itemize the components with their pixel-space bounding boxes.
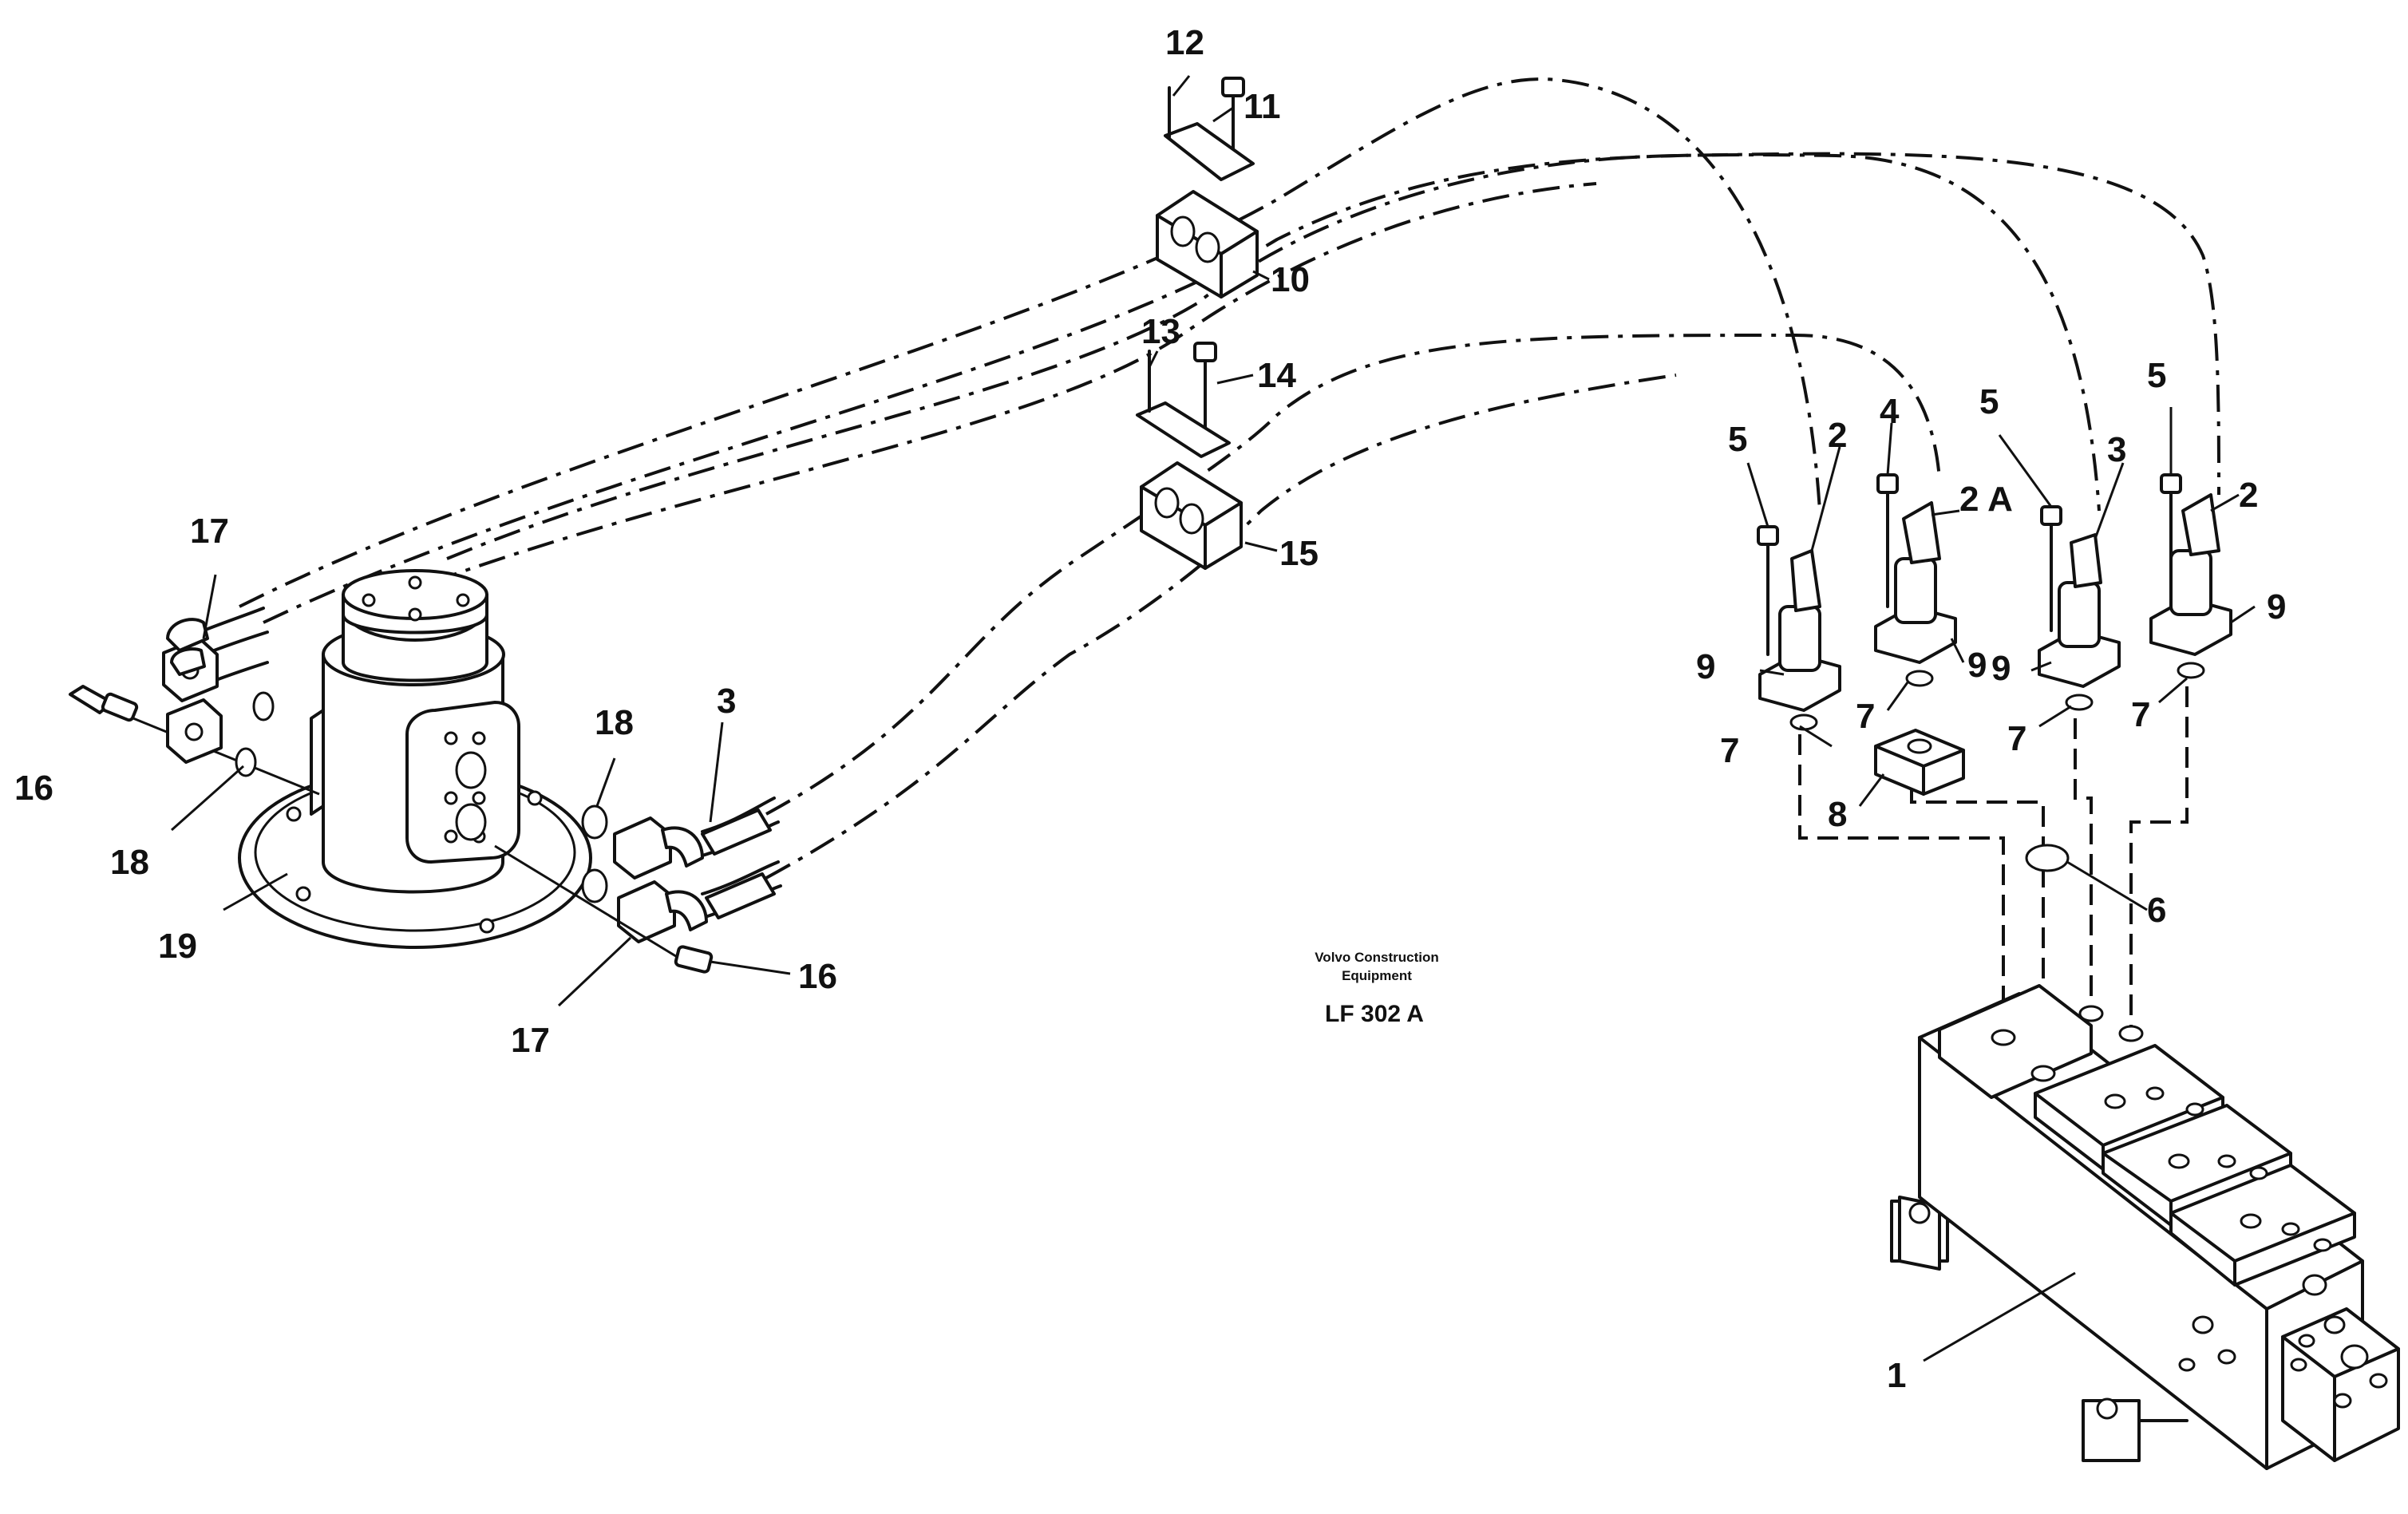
callout-4: 4 [1880,392,1900,431]
callout-17-left: 17 [190,512,229,551]
callout-9-a: 9 [1696,647,1715,686]
diagram-caption: Volvo Construction Equipment LF 302 A [1315,950,1439,1027]
o-ring-6 [2025,844,2070,872]
hose-lines [198,77,2220,919]
line-port-1 [1798,734,2005,1038]
callout-18-left: 18 [110,843,149,882]
valve-section-3 [2169,1164,2356,1287]
hose-upper-3 [446,152,2220,560]
callout-labels: 1 2 2 A 2 3 3 4 5 5 5 6 7 7 7 7 8 9 9 9 … [14,23,2286,1395]
hose-upper-1 [239,77,1821,608]
callout-2-right: 2 [2239,476,2258,515]
caption-equipment: Equipment [1342,968,1412,983]
callout-5-a: 5 [1728,420,1747,459]
callout-16-left: 16 [14,769,53,808]
callout-5-c: 5 [2147,356,2166,395]
callout-10: 10 [1271,260,1310,299]
hose-upper-2 [263,152,2101,624]
port-fittings [1757,473,2232,872]
callout-3-valve: 3 [2107,430,2126,469]
line-port-4 [2129,686,2189,1030]
callout-15: 15 [1279,534,1319,573]
flange-right-upper [613,816,672,880]
flange-right-lower [617,880,676,943]
hose-upper-4 [430,182,1597,584]
valve-end-block [2281,1307,2400,1462]
callout-7-b: 7 [1856,697,1875,736]
callout-1: 1 [1887,1356,1906,1395]
clamp-plate-12 [1164,122,1255,181]
callout-2-left: 2 [1828,416,1847,455]
swivel-joint [238,569,592,949]
hose-lower-1 [765,333,1941,816]
caption-drawing-code: LF 302 A [1325,1001,1424,1027]
callout-8: 8 [1828,795,1847,834]
caption-company: Volvo Construction [1315,950,1439,965]
callout-16-right: 16 [798,957,837,996]
callout-18-right: 18 [595,703,634,742]
callout-7-a: 7 [1720,731,1739,770]
clamp-plate-13 [1136,401,1231,458]
callout-17-right: 17 [511,1021,550,1060]
callout-3-swivel: 3 [717,682,736,721]
leader-lines [171,75,2256,1362]
right-fittings [494,804,776,974]
callout-11: 11 [1244,87,1281,126]
callout-19: 19 [158,927,197,966]
adapter-block-8 [1874,729,1965,796]
hose-lower-2 [765,374,1677,880]
callout-7-d: 7 [2131,695,2150,734]
control-valve-block [1890,984,2400,1470]
valve-connection-lines [1798,686,2189,1069]
clamp-lower-assembly [1136,342,1243,570]
callout-6: 6 [2147,891,2166,930]
callout-9-b: 9 [1967,646,1987,685]
callout-9-d: 9 [2267,587,2286,627]
left-fittings [69,618,320,796]
callout-13: 13 [1141,312,1180,351]
callout-9-c: 9 [1991,649,2011,688]
clamp-upper-assembly [1156,77,1259,298]
line-port-3 [2074,718,2093,1014]
callout-12: 12 [1165,23,1204,62]
line-port-2 [1910,786,2045,1069]
callout-7-c: 7 [2007,719,2026,758]
callout-5-b: 5 [1979,382,1999,421]
callout-14: 14 [1257,356,1296,395]
callout-2a: 2 A [1959,480,2013,519]
